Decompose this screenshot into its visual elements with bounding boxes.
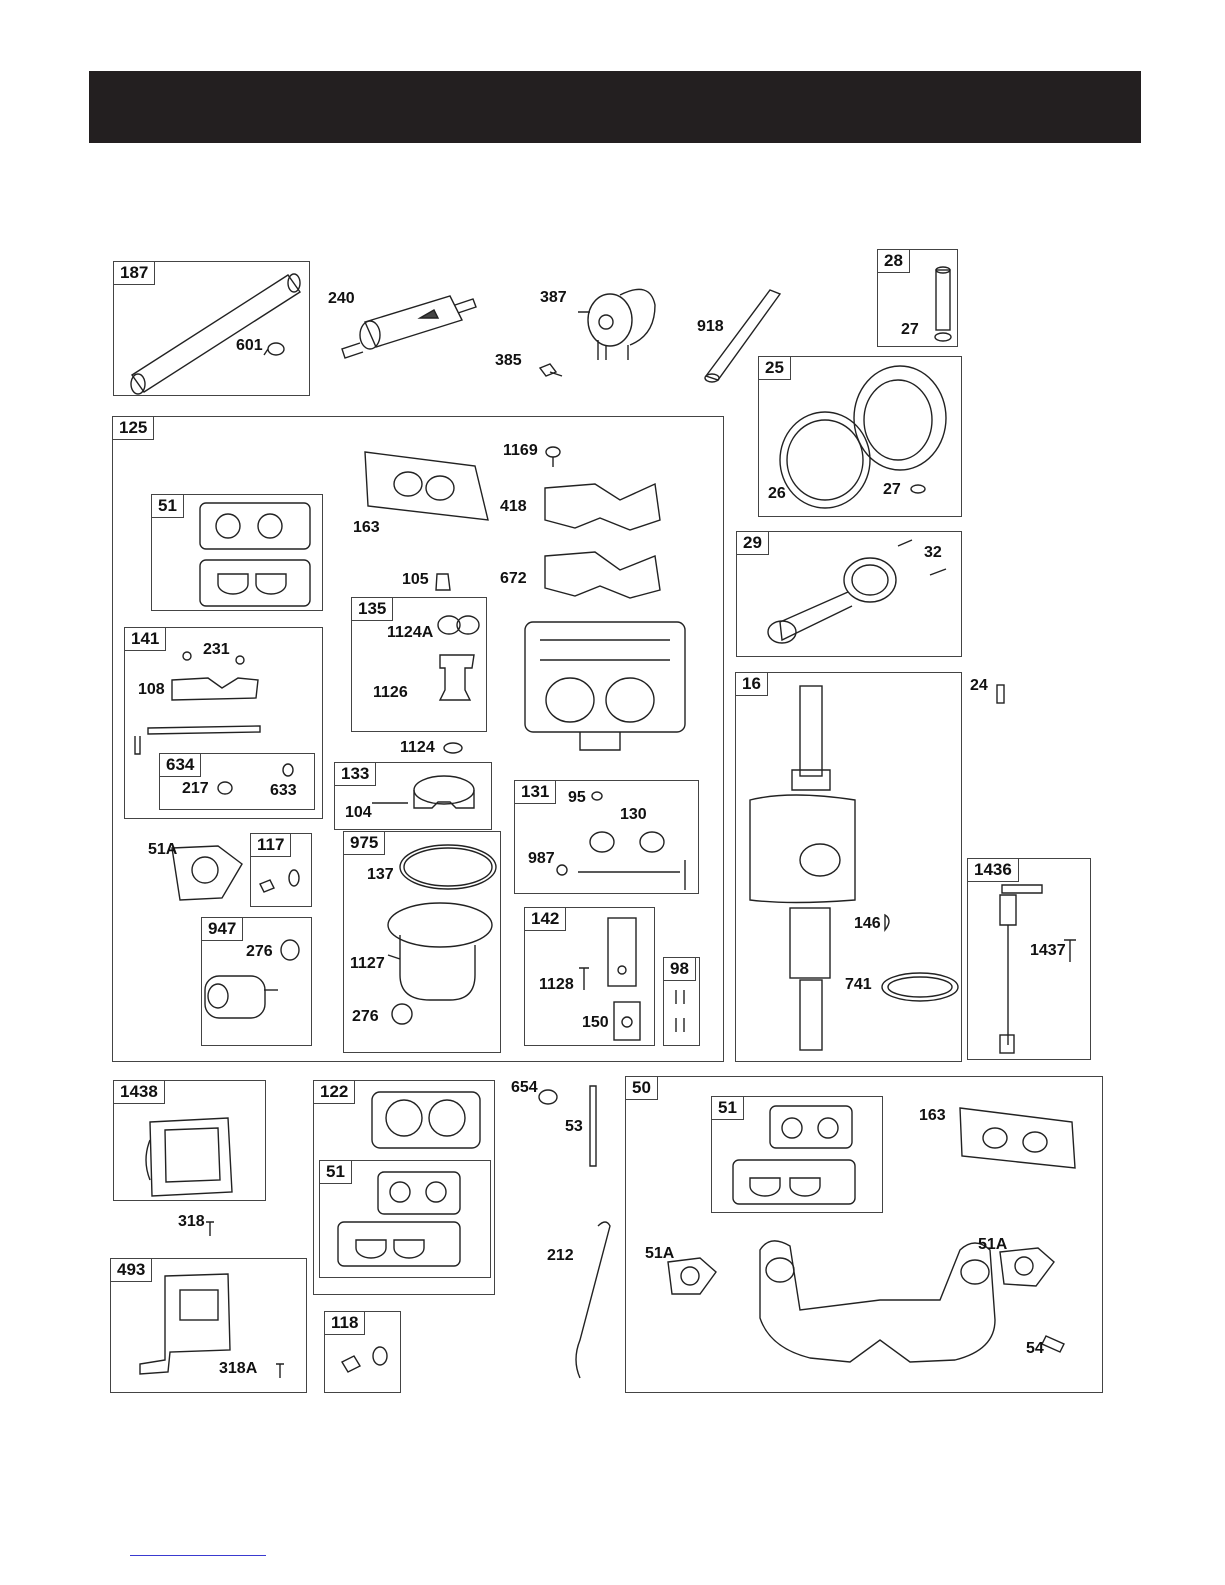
group-label: 122 (313, 1080, 355, 1104)
callout: 26 (768, 485, 786, 503)
group-493: 493 (110, 1258, 307, 1393)
group-label: 1436 (967, 858, 1019, 882)
link-212-icon (576, 1222, 610, 1378)
screw-385-icon (540, 364, 562, 376)
group-label: 28 (877, 249, 910, 273)
group-51-lower: 51 (319, 1160, 491, 1278)
callout: 24 (970, 677, 988, 695)
group-131: 131 (514, 780, 699, 894)
callout: 231 (203, 641, 230, 659)
group-1438: 1438 (113, 1080, 266, 1201)
group-label: 98 (663, 957, 696, 981)
callout: 105 (402, 571, 429, 589)
group-187: 187 (113, 261, 310, 396)
callout: 163 (919, 1107, 946, 1125)
callout: 387 (540, 289, 567, 307)
group-1436: 1436 (967, 858, 1091, 1060)
callout: 1124 (400, 739, 435, 757)
callout: 212 (547, 1247, 574, 1265)
callout: 276 (352, 1008, 379, 1026)
callout: 1169 (503, 442, 538, 460)
callout: 137 (367, 866, 394, 884)
group-label: 51 (711, 1096, 744, 1120)
callout: 672 (500, 570, 527, 588)
group-51-manifold: 51 (711, 1096, 883, 1213)
callout: 240 (328, 290, 355, 308)
group-98: 98 (663, 957, 700, 1046)
fuel-filter-icon (342, 296, 476, 358)
header-bar (89, 71, 1141, 143)
group-label: 51 (151, 494, 184, 518)
callout: 276 (246, 943, 273, 961)
callout: 51A (978, 1236, 1007, 1254)
callout: 633 (270, 782, 297, 800)
group-label: 125 (112, 416, 154, 440)
group-51-upper: 51 (151, 494, 323, 611)
callout: 318A (219, 1360, 257, 1378)
callout: 601 (236, 337, 263, 355)
group-118: 118 (324, 1311, 401, 1393)
group-label: 142 (524, 907, 566, 931)
footer-link-underline[interactable] (130, 1555, 266, 1556)
callout: 51A (148, 841, 177, 859)
callout: 95 (568, 789, 586, 807)
callout: 54 (1026, 1340, 1044, 1358)
callout: 32 (924, 544, 942, 562)
group-label: 131 (514, 780, 556, 804)
group-label: 135 (351, 597, 393, 621)
callout: 130 (620, 806, 647, 824)
key-24-icon (997, 685, 1004, 703)
callout: 987 (528, 850, 555, 868)
group-117: 117 (250, 833, 312, 907)
group-label: 187 (113, 261, 155, 285)
callout: 104 (345, 804, 372, 822)
callout: 27 (883, 481, 901, 499)
callout: 418 (500, 498, 527, 516)
group-label: 51 (319, 1160, 352, 1184)
callout: 385 (495, 352, 522, 370)
group-947: 947 (201, 917, 312, 1046)
callout: 318 (178, 1213, 205, 1231)
group-label: 634 (159, 753, 201, 777)
callout: 1126 (373, 684, 408, 702)
callout: 51A (645, 1245, 674, 1263)
callout: 1437 (1030, 942, 1066, 960)
group-label: 16 (735, 672, 768, 696)
group-label: 29 (736, 531, 769, 555)
group-label: 947 (201, 917, 243, 941)
group-135: 135 (351, 597, 487, 732)
stud-53-icon (590, 1086, 596, 1166)
group-16: 16 (735, 672, 962, 1062)
callout: 741 (845, 976, 872, 994)
callout: 27 (901, 321, 919, 339)
group-label: 118 (324, 1311, 365, 1335)
callout: 918 (697, 318, 724, 336)
group-label: 25 (758, 356, 791, 380)
callout: 108 (138, 681, 165, 699)
fuel-pump-icon (578, 289, 655, 360)
group-label: 117 (250, 833, 291, 857)
group-25: 25 (758, 356, 962, 517)
group-label: 133 (334, 762, 376, 786)
callout: 1128 (539, 976, 574, 994)
callout: 1127 (350, 955, 385, 973)
callout: 146 (854, 915, 881, 933)
screw-318-icon (206, 1222, 214, 1236)
nut-654-icon (539, 1090, 557, 1104)
group-label: 975 (343, 831, 385, 855)
callout: 53 (565, 1118, 583, 1136)
group-label: 1438 (113, 1080, 165, 1104)
callout: 654 (511, 1079, 538, 1097)
group-label: 493 (110, 1258, 152, 1282)
group-label: 50 (625, 1076, 658, 1100)
callout: 217 (182, 780, 209, 798)
callout: 1124A (387, 624, 433, 642)
group-label: 141 (124, 627, 166, 651)
callout: 163 (353, 519, 380, 537)
callout: 150 (582, 1014, 609, 1032)
